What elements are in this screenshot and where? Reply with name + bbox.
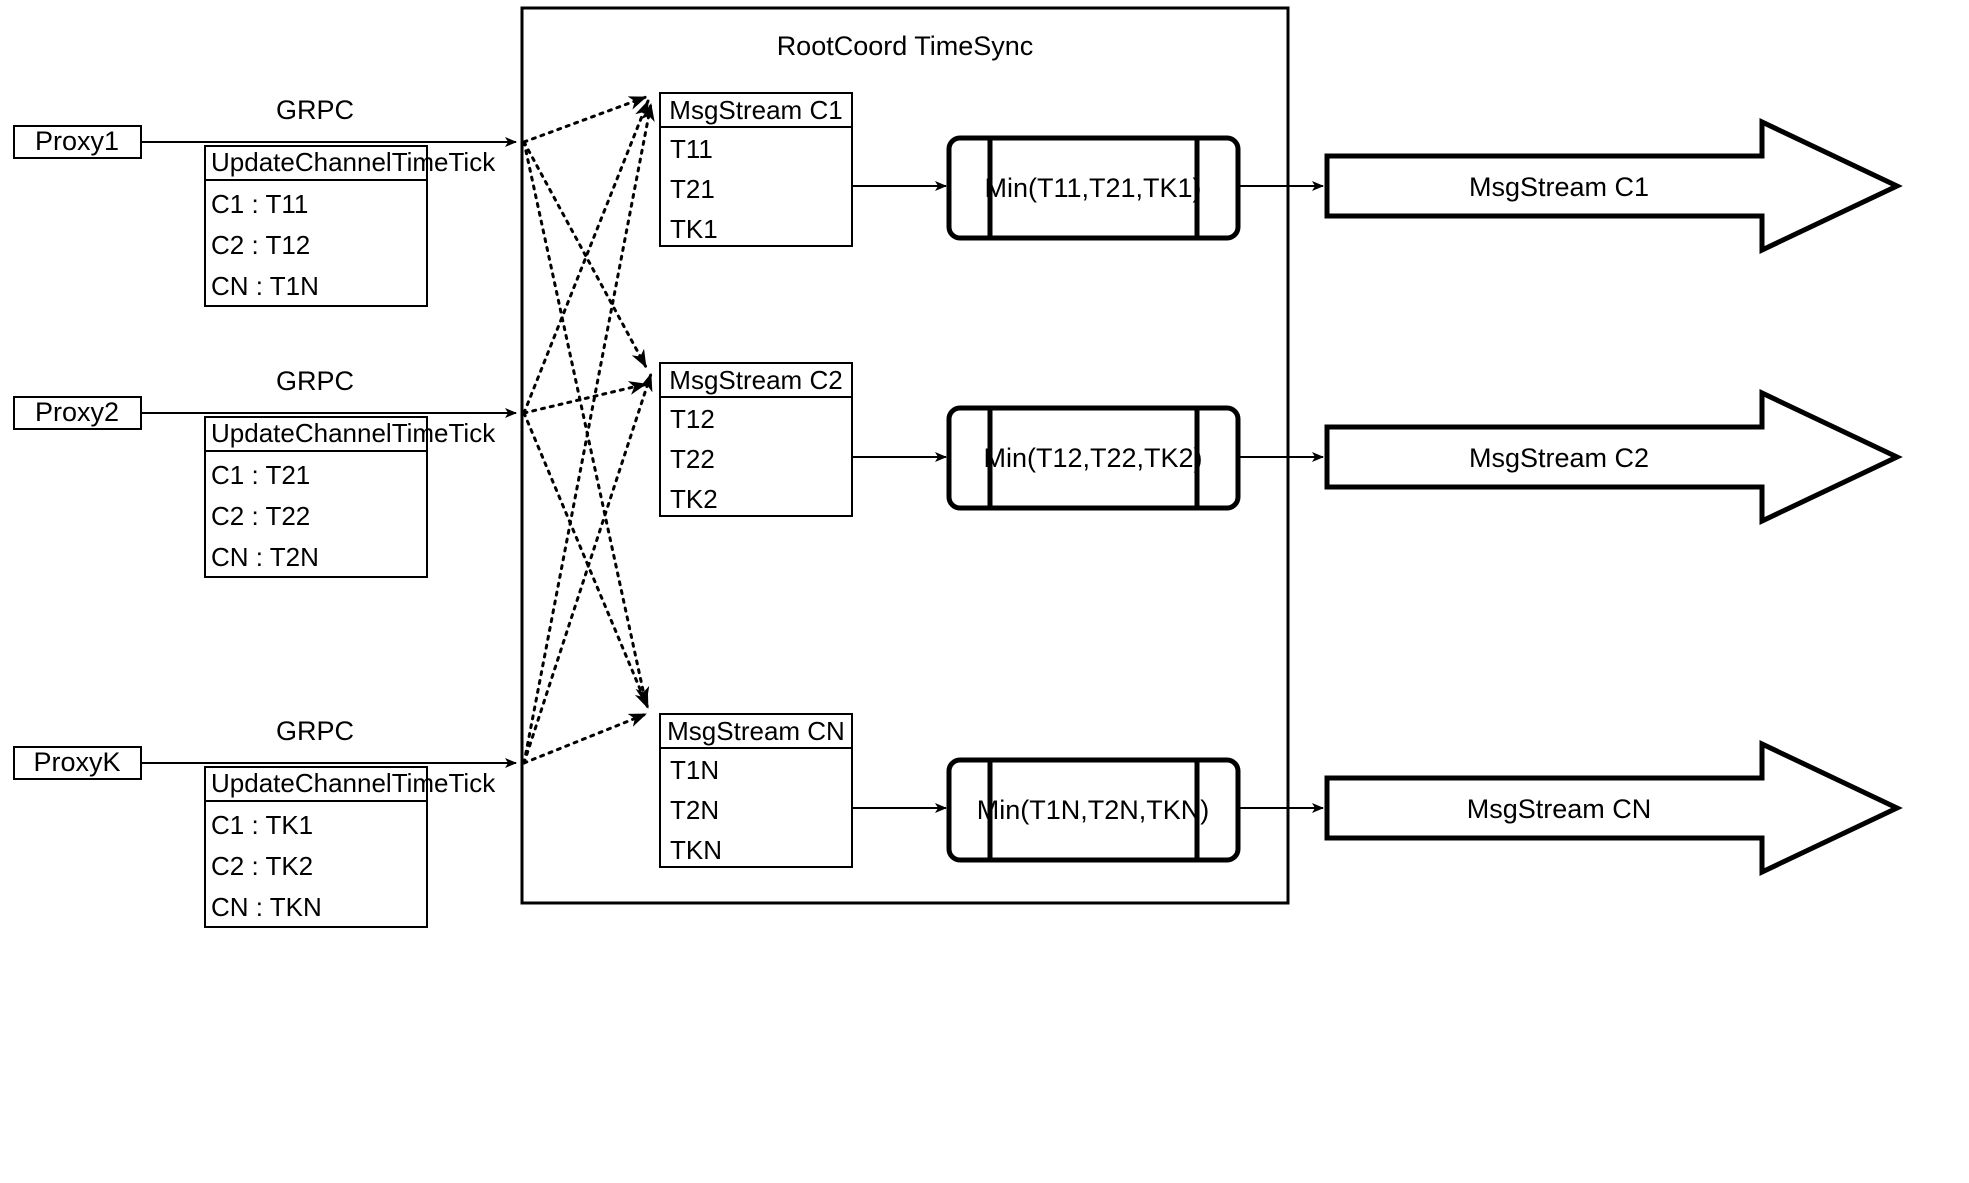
output-arrow-2[interactable]: MsgStream C2 <box>1324 389 1903 525</box>
dispatch-edge-p1-c1 <box>522 95 648 144</box>
min-process-2[interactable]: Min(T12,T22,TK2) <box>946 405 1241 511</box>
request-table-1: UpdateChannelTimeTick C1 : T11 C2 : T12 … <box>204 145 496 307</box>
min-process-3[interactable]: Min(T1N,T2N,TKN) <box>946 757 1241 863</box>
msgstream-row: T22 <box>670 444 715 474</box>
proxy-group-3: ProxyK GRPC UpdateChannelTimeTick C1 : T… <box>13 716 517 928</box>
proxy-group-2: Proxy2 GRPC UpdateChannelTimeTick C1 : T… <box>13 366 517 578</box>
request-row: CN : TKN <box>211 892 322 922</box>
min-process-label-2: Min(T12,T22,TK2) <box>983 443 1202 473</box>
output-arrow-1[interactable]: MsgStream C1 <box>1324 118 1903 254</box>
proxy-label-2: Proxy2 <box>35 397 119 427</box>
dispatch-edge-pk-cn <box>522 712 648 765</box>
request-row: C2 : T12 <box>211 230 310 260</box>
request-table-3: UpdateChannelTimeTick C1 : TK1 C2 : TK2 … <box>204 766 496 928</box>
rootcoord-timesync-container: RootCoord TimeSync <box>520 6 1290 905</box>
request-row: C1 : T11 <box>211 189 308 219</box>
msgstream-row: T12 <box>670 404 715 434</box>
grpc-label-3: GRPC <box>276 716 354 746</box>
msgstream-row: T2N <box>670 795 719 825</box>
dispatch-edge-pk-c1 <box>522 102 655 765</box>
msgstream-row: T21 <box>670 174 715 204</box>
output-arrow-label-3: MsgStream CN <box>1467 794 1652 824</box>
proxy-box-2[interactable] <box>13 396 142 430</box>
container-title: RootCoord TimeSync <box>777 31 1034 61</box>
output-arrow-3[interactable]: MsgStream CN <box>1324 740 1903 876</box>
dispatch-edge-p2-c2 <box>522 381 648 415</box>
request-row: C1 : T21 <box>211 460 310 490</box>
dispatch-edge-p1-c2 <box>522 140 648 369</box>
proxy-box-3[interactable] <box>13 746 142 780</box>
min-process-1[interactable]: Min(T11,T21,TK1) <box>946 135 1241 241</box>
channel-group-2: MsgStream C2 T12 T22 TK2 Min(T12,T22,TK2… <box>659 362 1903 525</box>
request-header-2: UpdateChannelTimeTick <box>211 418 496 448</box>
proxy-label-1: Proxy1 <box>35 126 119 156</box>
output-arrow-label-1: MsgStream C1 <box>1469 172 1649 202</box>
request-header-3: UpdateChannelTimeTick <box>211 768 496 798</box>
request-row: CN : T2N <box>211 542 319 572</box>
dispatch-edge-p1-cn <box>522 140 650 706</box>
min-process-label-3: Min(T1N,T2N,TKN) <box>977 795 1210 825</box>
msgstream-row: TK1 <box>670 214 718 244</box>
msgstream-table-1: MsgStream C1 T11 T21 TK1 <box>659 92 853 247</box>
msgstream-row: TKN <box>670 835 722 865</box>
msgstream-table-2: MsgStream C2 T12 T22 TK2 <box>659 362 853 517</box>
dispatch-edge-p2-cn <box>522 411 650 710</box>
request-row: C1 : TK1 <box>211 810 313 840</box>
channel-group-3: MsgStream CN T1N T2N TKN Min(T1N,T2N,TKN… <box>659 713 1903 876</box>
output-arrow-label-2: MsgStream C2 <box>1469 443 1649 473</box>
msgstream-table-3: MsgStream CN T1N T2N TKN <box>659 713 853 868</box>
msgstream-row: TK2 <box>670 484 718 514</box>
proxy-box-1[interactable] <box>13 125 142 159</box>
request-row: C2 : TK2 <box>211 851 313 881</box>
request-row: C2 : T22 <box>211 501 310 531</box>
dispatch-edge-p2-c1 <box>522 99 650 415</box>
dispatch-edge-pk-c2 <box>522 372 653 765</box>
grpc-label-1: GRPC <box>276 95 354 125</box>
request-table-2: UpdateChannelTimeTick C1 : T21 C2 : T22 … <box>204 416 496 578</box>
proxy-group-1: Proxy1 GRPC UpdateChannelTimeTick C1 : T… <box>13 95 517 307</box>
msgstream-header-1: MsgStream C1 <box>669 95 842 125</box>
channel-group-1: MsgStream C1 T11 T21 TK1 Min(T11,T21,TK1… <box>659 92 1903 254</box>
request-header-1: UpdateChannelTimeTick <box>211 147 496 177</box>
proxy-label-3: ProxyK <box>33 747 120 777</box>
msgstream-header-2: MsgStream C2 <box>669 365 842 395</box>
min-process-label-1: Min(T11,T21,TK1) <box>984 173 1201 203</box>
request-row: CN : T1N <box>211 271 319 301</box>
msgstream-row: T1N <box>670 755 719 785</box>
dispatch-edges <box>522 95 655 765</box>
grpc-label-2: GRPC <box>276 366 354 396</box>
msgstream-header-3: MsgStream CN <box>667 716 845 746</box>
msgstream-row: T11 <box>670 134 713 164</box>
